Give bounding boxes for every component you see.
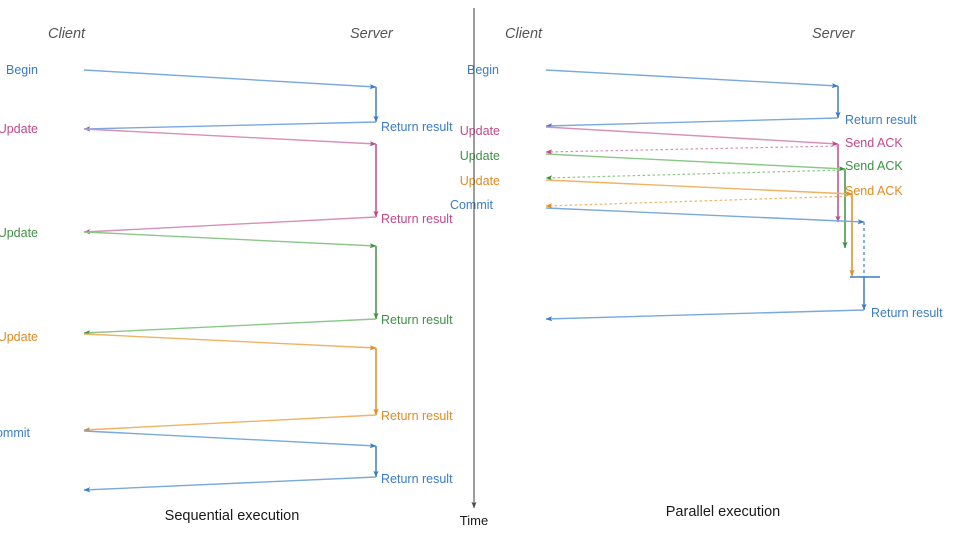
send-ack-2-arrow (545, 169, 846, 181)
update-3-request-label: Update (0, 330, 38, 344)
send-ack-1-label: Send ACK (845, 136, 903, 150)
commit-request-label: Commit (450, 198, 494, 212)
update-1-return-label: Return result (381, 212, 453, 226)
begin-return-label: Return result (381, 120, 453, 134)
commit-request-label: Commit (0, 426, 31, 440)
commit-return-label: Return result (381, 472, 453, 486)
update-1-request-arrow (545, 126, 839, 147)
server-lane-header: Server (350, 26, 394, 42)
begin-return-arrow (545, 117, 839, 129)
update-3-return-arrow (83, 414, 377, 433)
begin-return-label: Return result (845, 113, 917, 127)
begin-request-arrow (83, 69, 377, 90)
update-3-return-label: Return result (381, 409, 453, 423)
begin-request-label: Begin (467, 63, 499, 77)
client-lane-header: Client (505, 26, 543, 42)
update-3-request-arrow (545, 179, 853, 197)
client-lane-header: Client (48, 26, 86, 42)
update-1-request-label: Update (0, 122, 38, 136)
update-1-request-label: Update (460, 124, 500, 138)
commit-return-arrow (83, 476, 377, 493)
commit-request-arrow (545, 207, 865, 225)
commit-request-arrow (83, 430, 377, 449)
send-ack-3-label: Send ACK (845, 184, 903, 198)
update-1-return-arrow (83, 216, 377, 235)
update-1-request-arrow (83, 128, 377, 147)
commit-return-arrow (545, 309, 865, 322)
send-ack-1-arrow (545, 145, 839, 155)
update-2-request-arrow (545, 153, 846, 172)
time-axis-group: Time (460, 8, 488, 528)
update-2-request-arrow (83, 231, 377, 249)
begin-request-label: Begin (6, 63, 38, 77)
begin-request-arrow (545, 69, 839, 89)
update-2-return-arrow (83, 318, 377, 336)
update-3-request-label: Update (460, 174, 500, 188)
send-ack-2-label: Send ACK (845, 159, 903, 173)
update-2-request-label: Update (460, 149, 500, 163)
panel-caption: Parallel execution (666, 504, 780, 520)
begin-return-arrow (83, 121, 377, 132)
panel-caption: Sequential execution (165, 508, 300, 524)
commit-return-label: Return result (871, 306, 943, 320)
update-2-request-label: Update (0, 226, 38, 240)
server-lane-header: Server (812, 26, 856, 42)
update-2-return-label: Return result (381, 313, 453, 327)
send-ack-3-arrow (545, 195, 853, 209)
time-axis-label: Time (460, 513, 488, 528)
update-3-request-arrow (83, 333, 377, 351)
